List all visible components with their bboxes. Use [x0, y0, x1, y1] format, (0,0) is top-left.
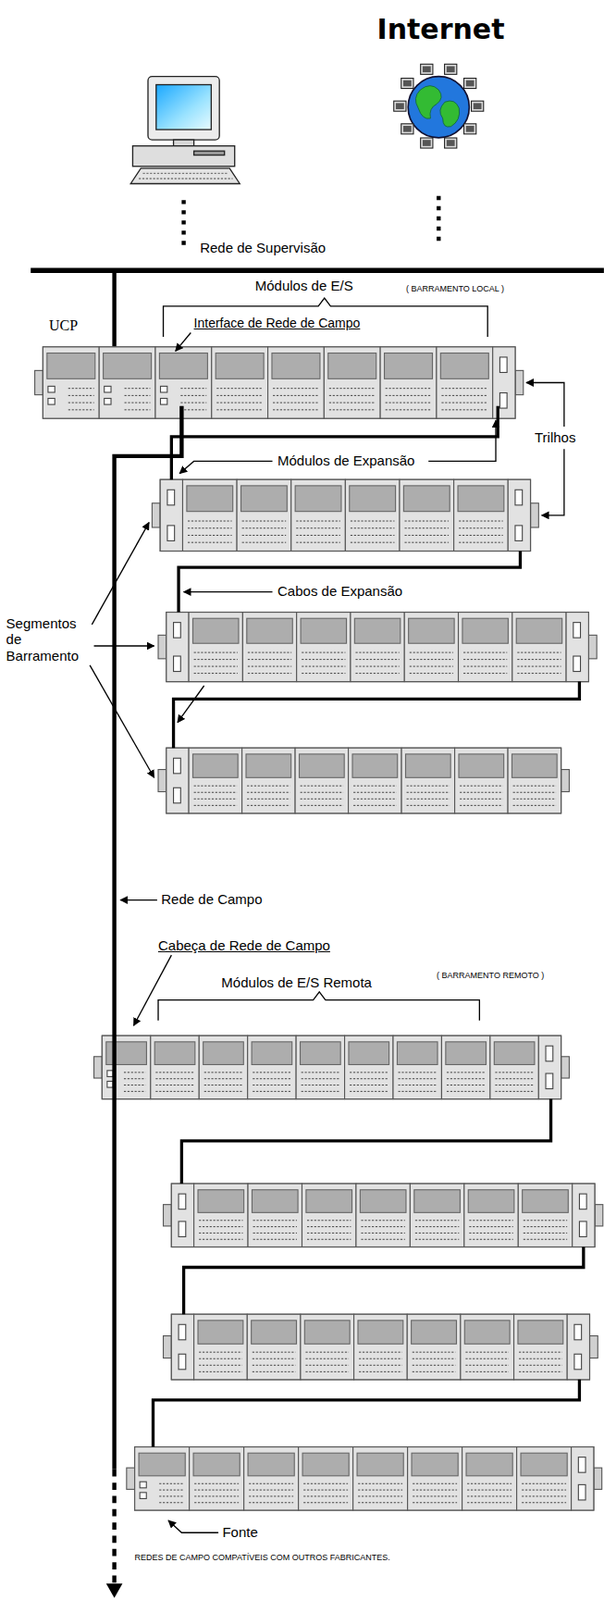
io-rack: [151, 479, 539, 551]
io-rack: [126, 1446, 603, 1510]
dotted-link: [436, 196, 441, 247]
segment-label: Segmentos de Barramento: [6, 615, 88, 664]
network-arrowhead: [106, 1582, 124, 1597]
mini-computer: [420, 137, 433, 148]
leader-line: [94, 644, 155, 646]
io-rack: [158, 747, 569, 814]
io-rack: [35, 346, 524, 419]
network-label: Rede de Campo: [160, 890, 262, 907]
bus-note: ( BARRAMENTO LOCAL ): [406, 283, 505, 294]
leader-line: [175, 332, 192, 351]
network-label: Rede de Supervisão: [199, 239, 326, 256]
mini-computer: [394, 100, 407, 111]
internet-globe: [394, 63, 484, 148]
leader-line: [120, 899, 158, 900]
expansion-cable: [178, 550, 520, 612]
wire-group: [89, 297, 584, 1583]
leader-line: [91, 522, 149, 625]
dotted-link: [181, 199, 185, 247]
leader-line: [89, 665, 154, 777]
bracket: [163, 297, 489, 337]
expansion-cable: [153, 1379, 580, 1447]
mini-computer: [401, 78, 414, 89]
bracket: [158, 991, 480, 1021]
expansion-cable: [171, 406, 498, 480]
module-label: Cabeça de Rede de Campo: [158, 936, 331, 953]
mini-computer: [401, 123, 414, 135]
expansion-cable: [184, 1245, 584, 1314]
mini-computer: [444, 63, 457, 74]
group-label: Módulos de E/S Remota: [221, 973, 372, 990]
leader-line: [168, 1519, 219, 1532]
rail-label: Trilhos: [534, 429, 576, 445]
bus-note: ( BARRAMENTO REMOTO ): [436, 970, 544, 980]
group-label: Módulos de E/S: [255, 277, 354, 294]
mini-computer: [420, 63, 433, 74]
expansion-cable: [173, 681, 580, 749]
cable-label: Cabos de Expansão: [277, 582, 403, 599]
io-rack: [94, 1035, 570, 1098]
leader-line: [177, 685, 205, 723]
leader-line: [184, 591, 273, 592]
field-network-continuation: [111, 1468, 116, 1584]
mini-computer: [444, 137, 457, 148]
leader-line: [428, 419, 496, 461]
leader-line: [179, 460, 272, 473]
supervision-bus: [30, 267, 604, 273]
cpu-label: UCP: [49, 317, 78, 334]
mini-computer: [464, 78, 477, 89]
mini-computer: [464, 123, 477, 135]
group-label: Módulos de Expansão: [277, 452, 415, 469]
module-label: Interface de Rede de Campo: [194, 315, 361, 331]
io-rack: [163, 1183, 604, 1246]
expansion-cable: [181, 1098, 551, 1184]
leader-line: [542, 448, 565, 516]
rack-group: [35, 346, 604, 1510]
leader-line: [526, 382, 565, 427]
io-rack: [158, 612, 597, 682]
module-label: Fonte: [221, 1523, 258, 1540]
mini-computer: [471, 100, 484, 111]
leader-line: [134, 954, 173, 1025]
io-rack: [163, 1313, 599, 1380]
computer-icon: [130, 76, 240, 185]
footnote: REDES DE CAMPO COMPATÍVEIS COM OUTROS FA…: [135, 1552, 391, 1562]
supervision-drop: [111, 270, 116, 349]
network-title: Internet: [376, 13, 505, 47]
